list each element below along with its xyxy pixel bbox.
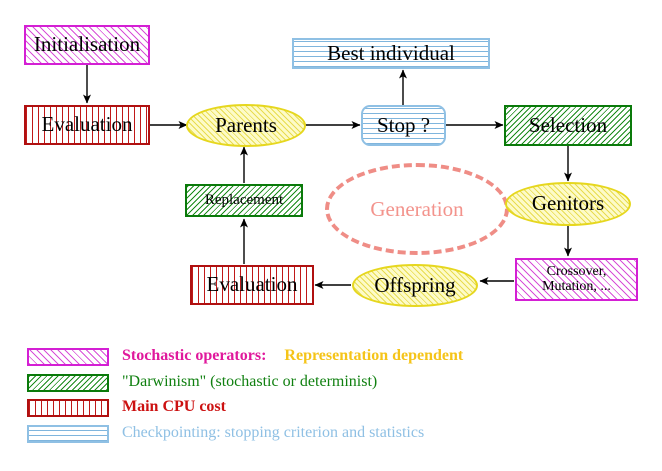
legend-text-checkpointing: Checkpointing: stopping criterion and st… <box>122 424 425 441</box>
evaluation-top-label: Evaluation <box>41 112 133 137</box>
node-evaluation-top[interactable]: Evaluation <box>24 105 150 145</box>
selection-label: Selection <box>528 112 608 137</box>
offspring-label: Offspring <box>374 272 456 297</box>
legend-swatch-darwinism <box>27 374 109 392</box>
legend-swatch-checkpointing <box>27 425 109 443</box>
node-replacement[interactable]: Replacement <box>185 184 303 217</box>
crossover-label-line1: Crossover, <box>546 264 607 280</box>
legend-text-darwinism: "Darwinism" (stochastic or determinist) <box>122 373 378 390</box>
stop-label: Stop ? <box>376 112 431 137</box>
legend-label-checkpointing: Checkpointing: stopping criterion and st… <box>122 424 424 442</box>
crossover-label-line2: Mutation, ... <box>542 278 611 294</box>
parents-label: Parents <box>215 112 277 137</box>
node-selection[interactable]: Selection <box>504 105 632 146</box>
node-crossover-mutation[interactable]: Crossover, Mutation, ... <box>515 258 638 301</box>
best-individual-label: Best individual <box>327 40 455 65</box>
initialisation-label: Initialisation <box>33 32 141 57</box>
legend-label-main-cpu-cost: Main CPU cost <box>122 398 226 416</box>
legend-text-stochastic: Stochastic operators: <box>122 347 267 364</box>
legend-label-darwinism: "Darwinism" (stochastic or determinist) <box>122 373 377 391</box>
node-evaluation-bottom[interactable]: Evaluation <box>190 265 314 305</box>
node-initialisation[interactable]: Initialisation <box>24 25 150 65</box>
node-offspring[interactable]: Offspring <box>352 264 478 307</box>
generation-annotation: Generation <box>325 163 509 255</box>
genitors-label: Genitors <box>531 191 605 216</box>
node-stop[interactable]: Stop ? <box>361 105 446 146</box>
replacement-label: Replacement <box>204 191 284 208</box>
node-parents[interactable]: Parents <box>186 104 306 147</box>
legend-text-representation-dependent: Representation dependent <box>284 347 464 364</box>
legend-label-stochastic-operators: Stochastic operators: Representation dep… <box>122 347 463 365</box>
legend-swatch-stochastic-operators <box>27 348 109 366</box>
node-genitors[interactable]: Genitors <box>505 182 631 226</box>
legend-swatch-main-cpu-cost <box>27 399 109 417</box>
generation-label: Generation <box>370 196 464 221</box>
evaluation-bottom-label: Evaluation <box>206 272 298 297</box>
legend-text-main-cpu-cost: Main CPU cost <box>122 398 226 415</box>
node-best-individual[interactable]: Best individual <box>292 38 490 69</box>
